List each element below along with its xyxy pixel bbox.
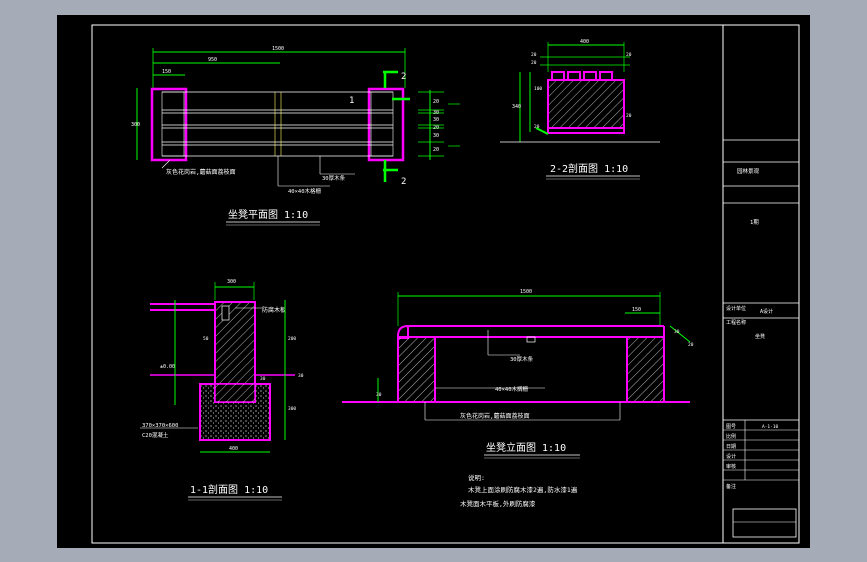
s11-dim-small: 30: [260, 376, 266, 382]
tb-row-3: 日期: [726, 444, 736, 450]
drawing-paper: [57, 15, 810, 548]
tb-cell-3a: 设计单位: [726, 305, 746, 312]
plan-right-dim-0: 20: [433, 99, 439, 105]
plan-right-dim-1: 30: [433, 110, 439, 116]
s11-label-base-1: 370×370×600: [142, 423, 178, 429]
plan-right-dim-4: 30: [433, 133, 439, 139]
s22-dim-top-2: 20: [531, 60, 537, 66]
s22-dim-top-3: 20: [626, 52, 632, 58]
s11-dim-side: 30: [298, 373, 304, 379]
elev-label-stone: 灰色花岗岩,蘑菇面荔枝面: [460, 412, 530, 420]
plan-dim-left: 150: [162, 69, 171, 75]
elev-dim-left: 30: [376, 392, 382, 398]
section-2-2: 400 20 20 20 340 100 20 20 2-2剖面图 1:10: [500, 39, 660, 180]
elevation-view: 1500 150 30厚木条 40×40木搁栅 灰色花岗岩,蘑菇面荔枝面 30 …: [342, 289, 694, 459]
plan-right-dim-2: 30: [433, 117, 439, 123]
plan-dim-inner: 950: [208, 57, 217, 63]
s22-dim-top-1: 20: [531, 52, 537, 58]
plan-label-slat: 30厚木条: [322, 174, 346, 182]
notes: 说明: 木凳上面涂刷防腐木漆2遍,防水漆1遍 木凳面木平板,外刷防腐漆: [460, 473, 578, 508]
drawing-frame: [91, 24, 800, 544]
s11-title: 1-1剖面图 1:10: [190, 483, 268, 496]
plan-dim-total: 1500: [272, 46, 284, 52]
s22-dim-left-1: 100: [534, 86, 542, 92]
elev-dim-right-2: 20: [688, 342, 694, 348]
s11-dim-right-2: 300: [288, 406, 296, 412]
elev-label-joist: 40×40木搁栅: [495, 385, 529, 393]
tb-cell-1: 园林景观: [737, 167, 760, 175]
elev-label-slat: 30厚木条: [510, 355, 534, 363]
tb-row-5: 审核: [726, 463, 736, 470]
tb-row-1a: 图号: [726, 424, 736, 430]
title-block: 园林景观 1期 设计单位 A设计 工程名称 坐凳 图号 A-1-10 比例 日期…: [723, 139, 799, 538]
s11-dim-top: 300: [227, 279, 236, 285]
elev-dim-right: 150: [632, 307, 641, 313]
tb-cell-4b: 坐凳: [755, 333, 765, 340]
plan-title: 坐凳平面图 1:10: [228, 209, 308, 221]
plan-right-dim-5: 20: [433, 147, 439, 153]
plan-right-dim-3: 20: [433, 125, 439, 131]
plan-mark-2-bottom: 2: [401, 177, 406, 187]
plan-mark-1: 1: [349, 96, 354, 106]
tb-row-1b: A-1-10: [762, 424, 779, 430]
notes-heading: 说明:: [468, 473, 485, 482]
s22-dim-left-2: 20: [534, 124, 540, 130]
s22-title: 2-2剖面图 1:10: [550, 162, 628, 175]
s11-label-level: ±0.00: [160, 364, 175, 370]
section-1-1: 300 防腐木板 ±0.00 50 200 300 30 400 370×370…: [140, 279, 304, 501]
tb-row-4: 设计: [726, 453, 736, 460]
elev-dim-total: 1500: [520, 289, 532, 295]
tb-row-2: 比例: [726, 433, 736, 440]
plan-label-stone: 灰色花岗岩,蘑菇面荔枝面: [166, 168, 236, 176]
notes-line-2: 木凳面木平板,外刷防腐漆: [460, 499, 536, 508]
s11-dim-left: 50: [203, 336, 209, 342]
plan-label-bracket: 40×40木格栅: [288, 187, 322, 195]
s22-dim-total: 400: [580, 39, 589, 45]
s11-dim-bottom: 400: [229, 446, 238, 452]
plan-mark-2-top: 2: [401, 72, 406, 82]
s11-label-wood: 防腐木板: [262, 306, 286, 314]
elev-dim-right-1: 30: [674, 329, 680, 335]
tb-row-6: 备注: [726, 483, 736, 490]
s11-label-base-2: C20混凝土: [142, 431, 169, 439]
elev-title: 坐凳立面图 1:10: [486, 441, 566, 454]
notes-line-1: 木凳上面涂刷防腐木漆2遍,防水漆1遍: [468, 485, 578, 494]
tb-cell-4a: 工程名称: [726, 319, 746, 326]
s22-dim-side: 20: [626, 113, 632, 119]
tb-cell-3b: A设计: [760, 308, 773, 315]
s11-dim-right-1: 200: [288, 336, 296, 342]
s22-dim-height: 340: [512, 104, 521, 110]
plan-view: 1500 950 150 300 2 2 1: [131, 46, 460, 226]
plan-dim-height: 300: [131, 122, 140, 128]
tb-cell-2: 1期: [750, 219, 759, 226]
